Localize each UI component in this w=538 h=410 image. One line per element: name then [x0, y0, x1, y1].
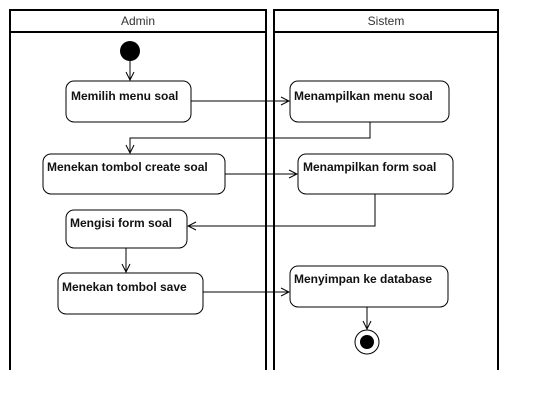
action-menyimpan-ke-database: Menyimpan ke database — [289, 265, 449, 308]
flow-menampilkan-menu-to-create — [130, 122, 371, 153]
action-label: Menampilkan menu soal — [294, 89, 433, 103]
action-box — [57, 272, 204, 315]
action-menekan-tombol-save: Menekan tombol save — [57, 272, 204, 315]
flow-edges — [126, 61, 376, 329]
action-label: Mengisi form soal — [70, 216, 172, 230]
action-box — [289, 265, 449, 308]
swimlane-sistem-header — [273, 9, 499, 33]
final-node — [354, 329, 380, 355]
action-memilih-menu-soal: Memilih menu soal — [65, 80, 192, 123]
action-label: Menyimpan ke database — [294, 272, 432, 286]
swimlane-admin-header — [9, 9, 267, 33]
action-menekan-tombol-create-soal: Menekan tombol create soal — [42, 153, 226, 195]
action-mengisi-form-soal: Mengisi form soal — [65, 209, 188, 249]
swimlane-admin-title: Admin — [121, 14, 155, 28]
action-label: Menampilkan form soal — [303, 160, 436, 174]
action-label: Menekan tombol save — [62, 280, 187, 294]
flow-menampilkan-form-to-mengisi — [188, 194, 376, 226]
action-label: Memilih menu soal — [71, 89, 178, 103]
swimlane-sistem-title: Sistem — [368, 14, 405, 28]
swimlane-admin: Admin — [9, 9, 267, 370]
action-label: Menekan tombol create soal — [47, 160, 208, 174]
action-menampilkan-menu-soal: Menampilkan menu soal — [289, 80, 450, 123]
action-menampilkan-form-soal: Menampilkan form soal — [297, 153, 454, 195]
initial-node — [120, 41, 140, 61]
final-node-inner-dot — [360, 335, 374, 349]
swimlane-sistem: Sistem — [273, 9, 499, 370]
